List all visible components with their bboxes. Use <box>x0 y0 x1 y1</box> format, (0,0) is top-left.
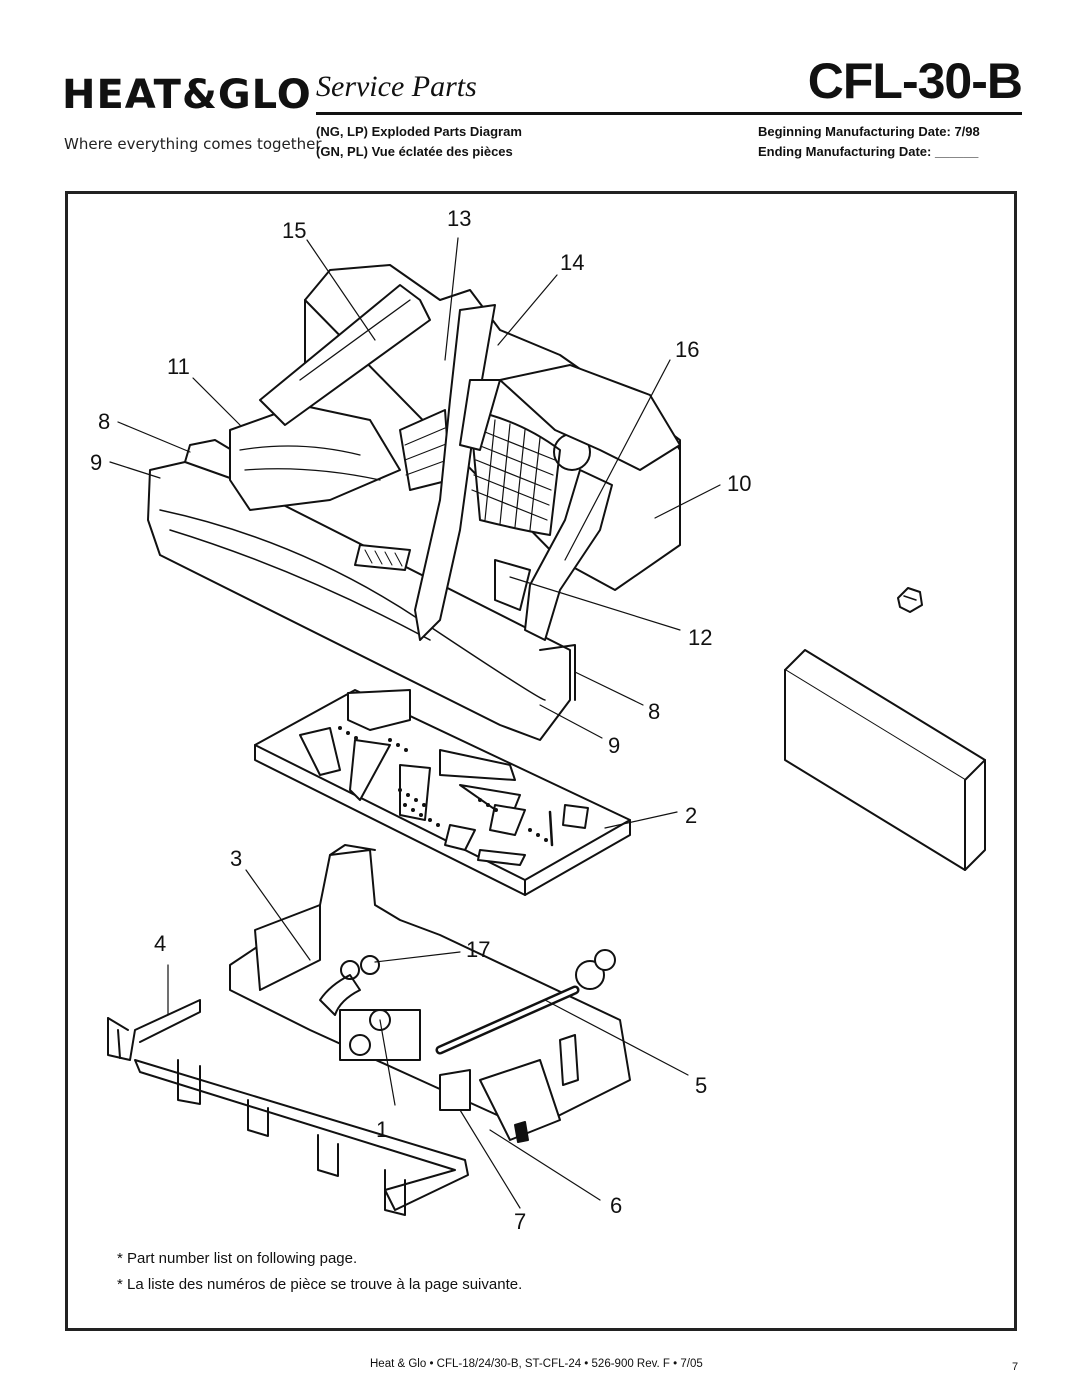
callout-10: 10 <box>727 471 752 496</box>
callout-9-bottom: 9 <box>608 733 621 758</box>
clip-bracket <box>897 587 923 613</box>
log-set-illustration <box>147 264 681 741</box>
callout-16: 16 <box>675 337 700 362</box>
burner-port-holes <box>338 726 548 842</box>
header-rule <box>316 112 1022 115</box>
callout-15: 15 <box>282 218 307 243</box>
diagram-title-french: (GN, PL) Vue éclatée des pièces <box>316 144 513 159</box>
brand-wordmark: HEAT&GLO <box>62 72 312 118</box>
model-number: CFL-30-B <box>807 53 1023 109</box>
callout-5: 5 <box>695 1073 708 1098</box>
heat-and-glo-logo: HEAT&GLO ™ <box>62 72 311 162</box>
note-french: * La liste des numéros de pièce se trouv… <box>117 1276 523 1293</box>
end-manufacturing-date: Ending Manufacturing Date: ______ <box>758 144 979 159</box>
brand-tagline: Where everything comes together <box>64 135 322 153</box>
trademark-mark: ™ <box>284 102 291 109</box>
callout-1: 1 <box>376 1117 389 1142</box>
callout-8-bottom: 8 <box>648 699 661 724</box>
front-glass-panel <box>784 649 986 871</box>
callout-4: 4 <box>154 931 167 956</box>
callout-6: 6 <box>610 1193 623 1218</box>
footer-document-info: Heat & Glo • CFL-18/24/30-B, ST-CFL-24 •… <box>370 1358 703 1370</box>
callout-14: 14 <box>560 250 585 275</box>
begin-manufacturing-date: Beginning Manufacturing Date: 7/98 <box>758 124 980 139</box>
callout-12: 12 <box>688 625 713 650</box>
callout-7: 7 <box>514 1209 527 1234</box>
diagram-frame <box>65 191 1017 1331</box>
grate-bar-illustration <box>107 999 469 1216</box>
burner-pan-illustration <box>254 689 631 896</box>
callout-2: 2 <box>685 803 698 828</box>
page-number: 7 <box>1012 1361 1019 1373</box>
callout-17: 17 <box>466 937 491 962</box>
leader-lines <box>109 237 721 1209</box>
note-english: * Part number list on following page. <box>117 1250 358 1267</box>
diagram-title-english: (NG, LP) Exploded Parts Diagram <box>316 124 522 139</box>
callout-3: 3 <box>230 846 243 871</box>
callout-9-top: 9 <box>90 450 103 475</box>
callout-13: 13 <box>447 206 472 231</box>
valve-assembly-illustration <box>229 844 631 1143</box>
section-title: Service Parts <box>316 70 477 103</box>
callout-8-top: 8 <box>98 409 111 434</box>
callout-11: 11 <box>167 354 190 379</box>
